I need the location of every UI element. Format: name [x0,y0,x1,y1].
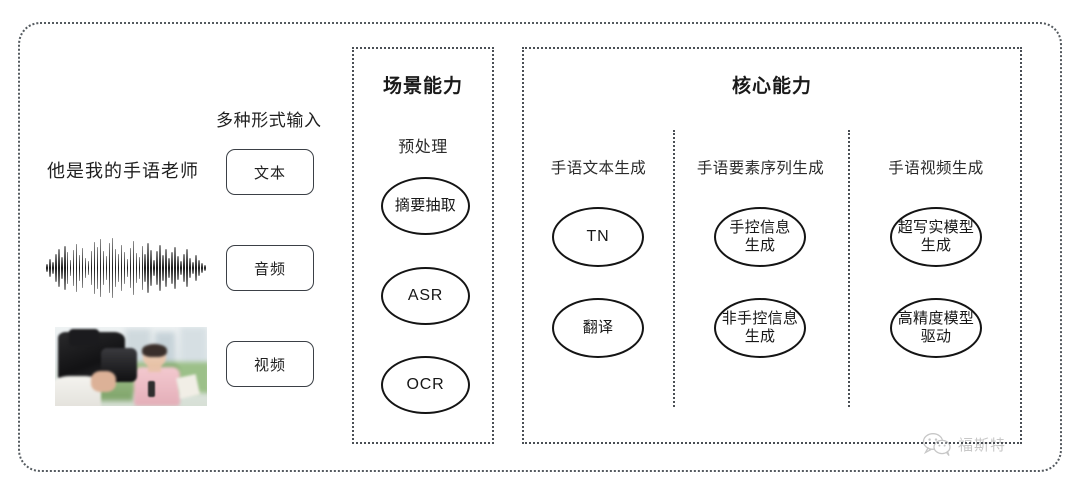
node-ocr[interactable]: OCR [381,356,470,414]
input-column-heading: 多种形式输入 [216,111,322,130]
scenario-panel-title: 场景能力 [382,76,463,97]
watermark-text: 福斯特 [958,436,1007,454]
sample-input-text: 他是我的手语老师 [47,161,199,181]
node-label: ASR [407,286,444,304]
column-divider [848,130,850,407]
node-label: 超写实模型生成 [897,219,975,254]
node-non-manual-info-generation[interactable]: 非手控信息生成 [714,298,806,358]
text-input-button[interactable]: 文本 [226,149,314,195]
node-tn[interactable]: TN [552,207,644,267]
core-capability-panel: 核心能力 手语文本生成 TN 翻译 手语要素序列生成 手控信息生成 非手控信息生… [522,47,1022,444]
scenario-subsection-title: 预处理 [398,139,448,156]
node-translation[interactable]: 翻译 [552,298,644,358]
diagram-outer-frame [18,22,1062,472]
node-label: OCR [406,375,445,393]
node-label: 手控信息生成 [729,219,791,254]
audio-input-button[interactable]: 音频 [226,245,314,291]
node-label: 高精度模型驱动 [897,310,975,345]
wechat-icon [922,433,951,456]
audio-waveform-icon [46,238,206,298]
node-label: 非手控信息生成 [721,310,799,345]
core-column-title: 手语要素序列生成 [696,160,825,177]
node-label: TN [586,227,610,245]
core-column-title: 手语视频生成 [888,160,984,177]
node-label: 摘要抽取 [394,197,457,215]
node-manual-info-generation[interactable]: 手控信息生成 [714,207,806,267]
node-high-precision-model-driving[interactable]: 高精度模型驱动 [890,298,982,358]
core-column-sign-element-sequence-generation: 手语要素序列生成 手控信息生成 非手控信息生成 [673,49,848,442]
core-column-sign-text-generation: 手语文本生成 TN 翻译 [524,49,673,442]
core-column-title: 手语文本生成 [550,160,647,177]
core-column-sign-video-generation: 手语视频生成 超写实模型生成 高精度模型驱动 [848,49,1024,442]
column-divider [673,130,675,407]
scenario-capability-panel: 场景能力 预处理 摘要抽取 ASR OCR [352,47,494,444]
node-hyperrealistic-model-generation[interactable]: 超写实模型生成 [890,207,982,267]
video-input-button[interactable]: 视频 [226,341,314,387]
watermark: 福斯特 [922,432,1006,456]
node-asr[interactable]: ASR [381,267,470,325]
node-summary-extraction[interactable]: 摘要抽取 [381,177,470,235]
video-thumbnail-image [55,327,207,406]
node-label: 翻译 [582,319,614,337]
core-panel-title: 核心能力 [731,76,812,97]
